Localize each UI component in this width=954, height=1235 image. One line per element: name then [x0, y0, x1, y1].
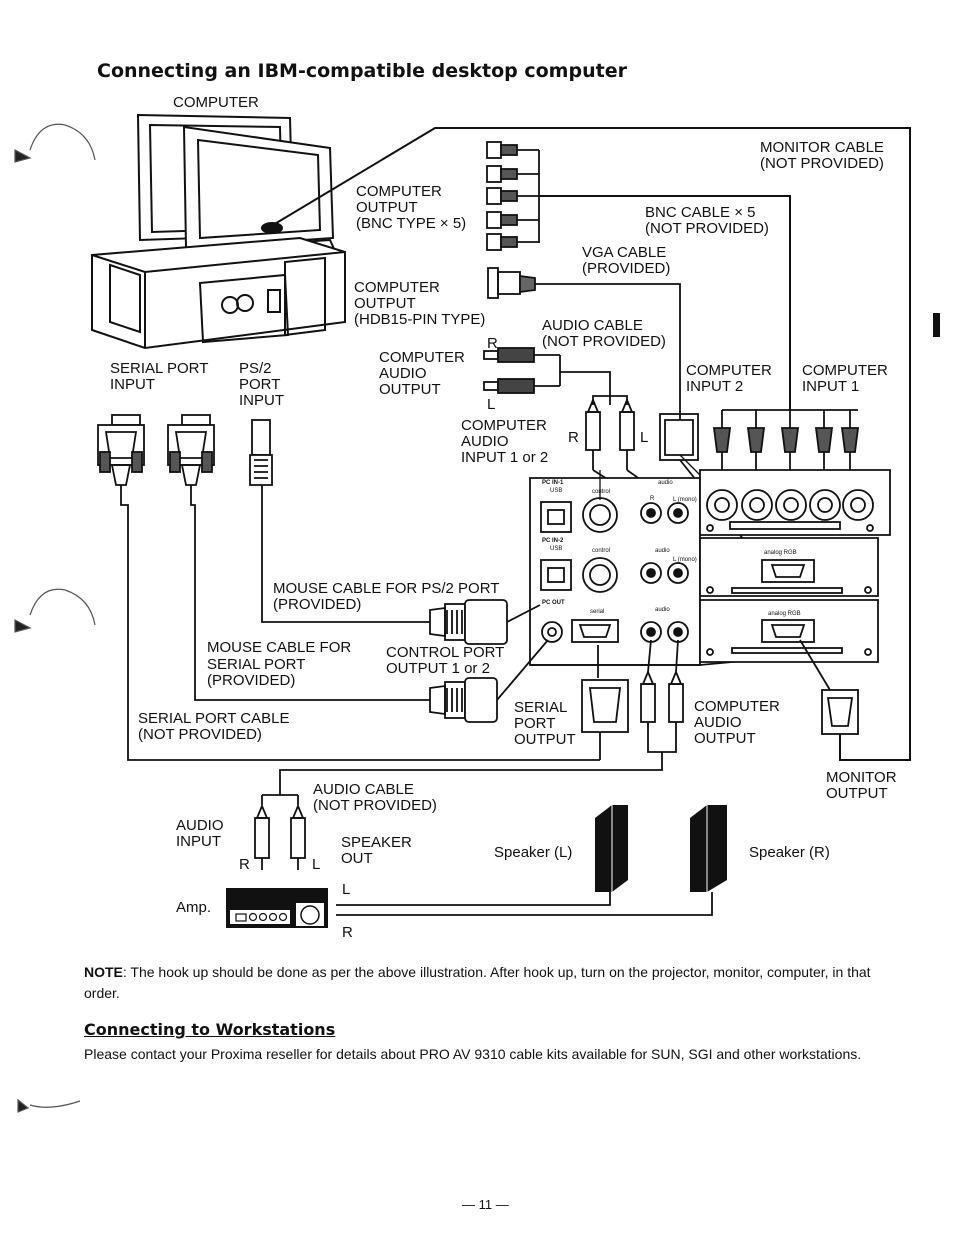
label-serial-port-output: SERIAL PORT OUTPUT: [514, 699, 576, 748]
panel-label-analog-rgb-2: analog RGB: [768, 611, 801, 617]
panel-label-usb-1: USB: [550, 488, 563, 494]
monitor-output-connector: [799, 639, 859, 735]
label-l-amp: L: [312, 856, 321, 873]
bnc-connectors: [486, 141, 540, 251]
label-out-l: L: [342, 881, 351, 898]
note-text: : The hook up should be done as per the …: [84, 964, 871, 1001]
label-control-port: CONTROL PORT OUTPUT 1 or 2: [386, 644, 505, 677]
projector-panel: [529, 469, 891, 666]
label-computer-output-bnc: COMPUTER OUTPUT (BNC TYPE × 5): [356, 183, 467, 232]
label-monitor-output: MONITOR OUTPUT: [826, 769, 897, 802]
label-l-mid: L: [640, 429, 649, 446]
page-title: Connecting an IBM-compatible desktop com…: [97, 60, 627, 82]
panel-label-r-1: R: [650, 496, 655, 502]
label-amp: Amp.: [176, 899, 212, 916]
panel-label-pc-out: PC OUT: [542, 600, 565, 606]
ps2-cable-connector: [429, 599, 541, 645]
note-label: NOTE: [84, 964, 123, 980]
bnc-plugs-input: [712, 409, 860, 470]
rca-plugs-output: [279, 639, 684, 795]
label-mouse-cable-ps2: MOUSE CABLE FOR PS/2 PORT (PROVIDED): [273, 580, 500, 613]
panel-label-l-mono-1: L (mono): [673, 497, 697, 503]
panel-label-audio-1: audio: [658, 480, 673, 486]
label-r-top: R: [487, 335, 498, 352]
label-monitor-cable: MONITOR CABLE (NOT PROVIDED): [760, 139, 884, 172]
label-speaker-r: Speaker (R): [749, 844, 830, 861]
panel-label-pc-in-1: PC IN-1: [542, 480, 564, 486]
speaker-wire-r: [336, 892, 713, 916]
label-serial-port-input: SERIAL PORT INPUT: [110, 360, 209, 393]
label-vga-cable: VGA CABLE (PROVIDED): [582, 244, 671, 277]
panel-label-l-mono-2: L (mono): [673, 557, 697, 563]
scan-smudge-icon: [14, 123, 96, 1113]
bnc-cable-line: [539, 195, 791, 410]
serial-output-connector: [581, 645, 629, 760]
panel-label-audio-2: audio: [655, 548, 670, 554]
label-mouse-cable-serial-2: SERIAL PORT (PROVIDED): [207, 656, 306, 689]
panel-label-control-2: control: [592, 548, 611, 554]
label-computer-input-1: COMPUTER INPUT 1: [802, 362, 888, 395]
label-r-amp: R: [239, 856, 250, 873]
label-speaker-l: Speaker (L): [494, 844, 573, 861]
label-computer-audio-input: COMPUTER AUDIO INPUT 1 or 2: [461, 417, 549, 466]
label-audio-input: AUDIO INPUT: [176, 817, 224, 850]
label-serial-port-cable: SERIAL PORT CABLE (NOT PROVIDED): [138, 710, 290, 743]
section-title-workstations: Connecting to Workstations: [84, 1020, 336, 1039]
label-computer-input-2: COMPUTER INPUT 2: [686, 362, 772, 395]
vga-connector: [487, 267, 681, 420]
monitor-cable-line: [267, 127, 911, 761]
computer-illustration: [91, 113, 346, 350]
margin-mark: [933, 313, 940, 337]
panel-label-usb-2: USB: [550, 546, 563, 552]
label-computer-audio-output-2: COMPUTER AUDIO OUTPUT: [694, 698, 780, 747]
label-out-r: R: [342, 924, 353, 941]
audio-output-connectors: [483, 347, 611, 405]
label-speaker-out: SPEAKER OUT: [341, 834, 412, 867]
panel-label-analog-rgb-1: analog RGB: [764, 550, 797, 556]
serial-cable-connector: [429, 639, 549, 723]
note-paragraph: NOTE: The hook up should be done as per …: [84, 962, 884, 1004]
amp-icon: [226, 888, 328, 928]
label-computer-output-hdb: COMPUTER OUTPUT (HDB15-PIN TYPE): [354, 279, 486, 328]
serial-ps2-plugs: [97, 414, 600, 761]
panel-label-control-1: control: [592, 489, 611, 495]
label-audio-cable-top: AUDIO CABLE (NOT PROVIDED): [542, 317, 666, 350]
rca-plugs-amp: [254, 794, 306, 870]
section-text-workstations: Please contact your Proxima reseller for…: [84, 1046, 862, 1062]
label-audio-cable-bottom: AUDIO CABLE (NOT PROVIDED): [313, 781, 437, 814]
label-ps2-port-input: PS/2 PORT INPUT: [239, 360, 284, 409]
label-bnc-cable: BNC CABLE × 5 (NOT PROVIDED): [645, 204, 769, 237]
label-l-top: L: [487, 396, 496, 413]
panel-label-audio-3: audio: [655, 607, 670, 613]
label-mouse-cable-serial: MOUSE CABLE FOR: [207, 639, 352, 656]
speaker-wire-l: [336, 890, 611, 906]
panel-label-pc-in-2: PC IN-2: [542, 538, 564, 544]
speaker-l-icon: [595, 805, 628, 892]
label-computer: COMPUTER: [173, 94, 259, 111]
speaker-r-icon: [690, 805, 727, 892]
page-number: — 11 —: [462, 1197, 509, 1212]
label-computer-audio-output: COMPUTER AUDIO OUTPUT: [379, 349, 465, 398]
panel-label-serial: serial: [590, 609, 605, 615]
label-r-mid: R: [568, 429, 579, 446]
